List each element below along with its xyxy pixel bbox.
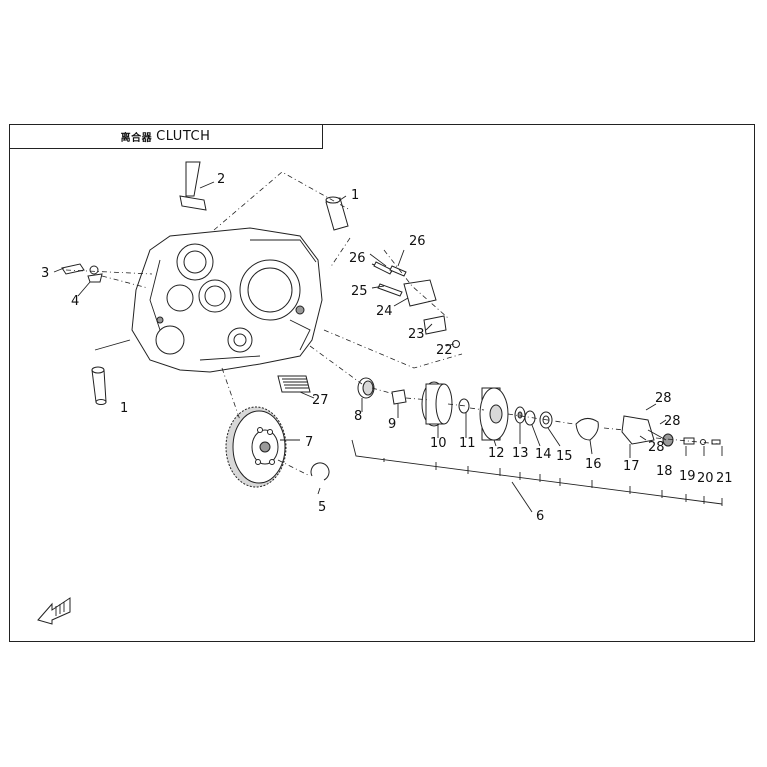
- callout-16: 16: [585, 457, 602, 472]
- callout-27: 27: [312, 393, 329, 408]
- alignment-lines: [65, 171, 721, 477]
- callout-8: 8: [354, 409, 362, 424]
- crankcase-drawing: [131, 227, 323, 373]
- callout-13: 13: [512, 446, 529, 461]
- callout-22: 22: [436, 343, 453, 358]
- leader-lines: [53, 181, 723, 513]
- callout-28-c: 28: [648, 440, 665, 455]
- callout-17: 17: [623, 459, 640, 474]
- callout-18: 18: [656, 464, 673, 479]
- callout-26-b: 26: [409, 234, 426, 249]
- callout-10: 10: [430, 436, 447, 451]
- callout-26-a: 26: [349, 251, 366, 266]
- callout-28-a: 28: [655, 391, 672, 406]
- callout-21: 21: [716, 471, 733, 486]
- part-1-dowel-lower: [91, 366, 107, 405]
- part-5-circlip: [310, 462, 330, 481]
- callout-19: 19: [679, 469, 696, 484]
- callout-2: 2: [217, 172, 225, 187]
- title-box: 离合器 CLUTCH: [9, 124, 323, 149]
- callout-15: 15: [556, 449, 573, 464]
- callout-3: 3: [41, 266, 49, 281]
- part-27-screen: [277, 375, 311, 393]
- callout-20: 20: [697, 471, 714, 486]
- callout-14: 14: [535, 447, 552, 462]
- title-cjk: 离合器: [120, 132, 153, 144]
- callout-25: 25: [351, 284, 368, 299]
- callout-4: 4: [71, 294, 79, 309]
- callout-24: 24: [376, 304, 393, 319]
- callout-6: 6: [536, 509, 544, 524]
- callout-11: 11: [459, 436, 476, 451]
- front-direction-arrow-icon: [37, 597, 71, 625]
- callout-9: 9: [388, 417, 396, 432]
- diagram-frame: [9, 124, 755, 642]
- part-7-gear: [225, 406, 287, 488]
- part-3-4-fasteners: [61, 263, 103, 283]
- callout-7: 7: [305, 435, 313, 450]
- page-title: CLUTCH: [156, 128, 211, 144]
- clutch-stack: [357, 377, 721, 447]
- callout-1-upper: 1: [351, 188, 359, 203]
- part-2-lever: [179, 161, 207, 211]
- callout-28-b: 28: [664, 414, 681, 429]
- part-1-dowel-upper: [325, 196, 349, 231]
- callout-1-lower: 1: [120, 401, 128, 416]
- callout-12: 12: [488, 446, 505, 461]
- callout-23: 23: [408, 327, 425, 342]
- callout-5: 5: [318, 500, 326, 515]
